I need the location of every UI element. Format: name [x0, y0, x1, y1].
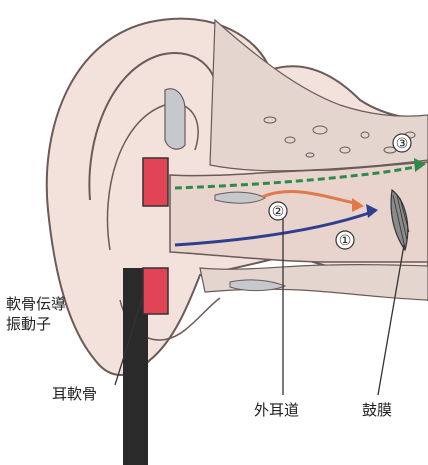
- marker-1: ①: [336, 231, 354, 249]
- label-vibrator-line2: 振動子: [6, 314, 51, 334]
- label-eardrum: 鼓膜: [362, 400, 392, 420]
- vibrator-red-upper: [143, 158, 168, 206]
- upper-cartilage: [165, 89, 185, 149]
- marker-2: ②: [269, 202, 287, 220]
- label-vibrator-line1: 軟骨伝導: [6, 294, 66, 314]
- label-ear-canal: 外耳道: [254, 400, 299, 420]
- marker-2-text: ②: [272, 204, 285, 220]
- ear-canal: [170, 162, 428, 262]
- marker-3-text: ③: [396, 136, 409, 152]
- vibrator-red-lower: [143, 268, 168, 314]
- marker-3: ③: [393, 134, 411, 152]
- marker-1-text: ①: [339, 233, 352, 249]
- label-ear-cartilage: 耳軟骨: [52, 384, 97, 404]
